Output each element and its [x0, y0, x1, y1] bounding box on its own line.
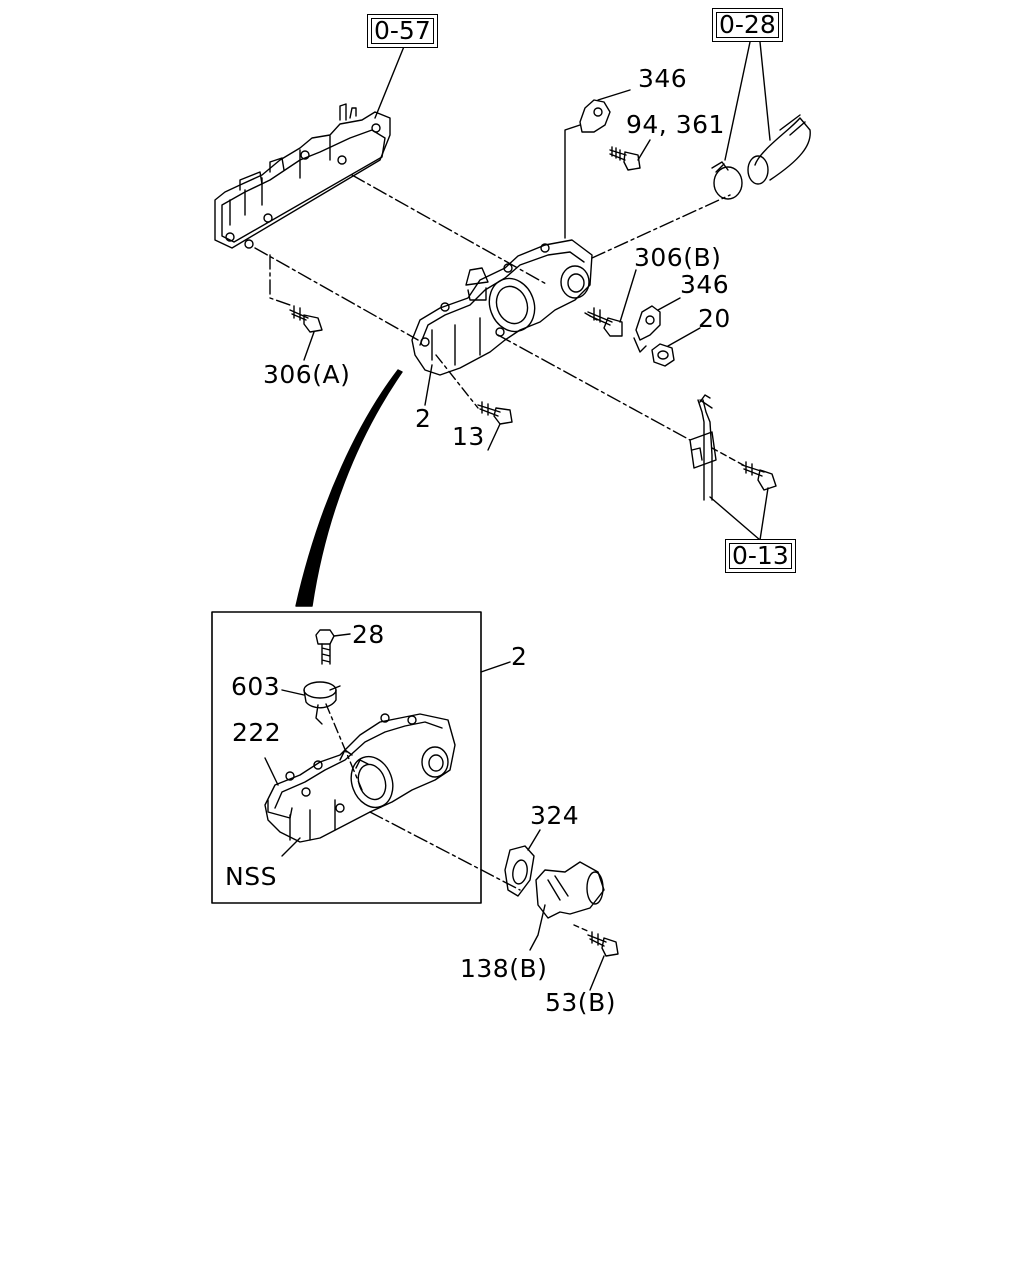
- callout-222[interactable]: 222: [232, 718, 282, 747]
- callout-306a[interactable]: 306(A): [263, 360, 351, 389]
- leader-057: [374, 43, 406, 119]
- callout-138b[interactable]: 138(B): [460, 954, 548, 983]
- egr-module-inset: [264, 713, 456, 857]
- nut-20: [651, 327, 701, 367]
- callout-346-upper[interactable]: 346: [638, 64, 688, 93]
- callout-324[interactable]: 324: [530, 801, 580, 830]
- callout-2-upper[interactable]: 2: [415, 404, 432, 433]
- callout-346-lower[interactable]: 346: [680, 270, 730, 299]
- callout-53b[interactable]: 53(B): [545, 988, 616, 1017]
- callout-nss[interactable]: NSS: [225, 862, 277, 891]
- callout-28[interactable]: 28: [352, 620, 385, 649]
- egr-module-upper: [411, 239, 593, 376]
- intake-cover-part: [214, 103, 391, 249]
- fitting-138b: [529, 861, 605, 951]
- callout-306b[interactable]: 306(B): [634, 243, 722, 272]
- actuator-603: [281, 681, 341, 725]
- detail-pointer: [295, 369, 403, 607]
- callout-94-361[interactable]: 94, 361: [626, 110, 725, 139]
- gasket-324: [504, 829, 541, 897]
- callout-13[interactable]: 13: [452, 422, 485, 451]
- ref-box-0-13[interactable]: 0-13: [725, 539, 796, 573]
- bolt-306a: [289, 305, 323, 361]
- leader-2-upper: [424, 364, 433, 406]
- dipstick-part: [689, 394, 777, 541]
- detail-box: [211, 611, 482, 904]
- bracket-346-lower: [633, 297, 681, 353]
- leaders-upper: [435, 124, 731, 441]
- leader-2-inset: [480, 661, 511, 673]
- bracket-346-upper: [579, 89, 631, 133]
- callout-603[interactable]: 603: [231, 672, 281, 701]
- callout-2-inset[interactable]: 2: [511, 642, 528, 671]
- ref-box-0-28[interactable]: 0-28: [712, 8, 783, 42]
- bolt-94-361: [609, 139, 651, 171]
- callout-20[interactable]: 20: [698, 304, 731, 333]
- bolt-13: [477, 401, 513, 451]
- center-line-actuator: [325, 703, 363, 791]
- center-lines-upper: [254, 174, 549, 341]
- bolt-53b: [573, 924, 619, 991]
- center-line-lower: [369, 811, 521, 891]
- bolt-28: [315, 629, 351, 665]
- hose-part: [711, 41, 811, 200]
- bolt-306b: [587, 269, 637, 337]
- ref-box-0-57[interactable]: 0-57: [367, 14, 438, 48]
